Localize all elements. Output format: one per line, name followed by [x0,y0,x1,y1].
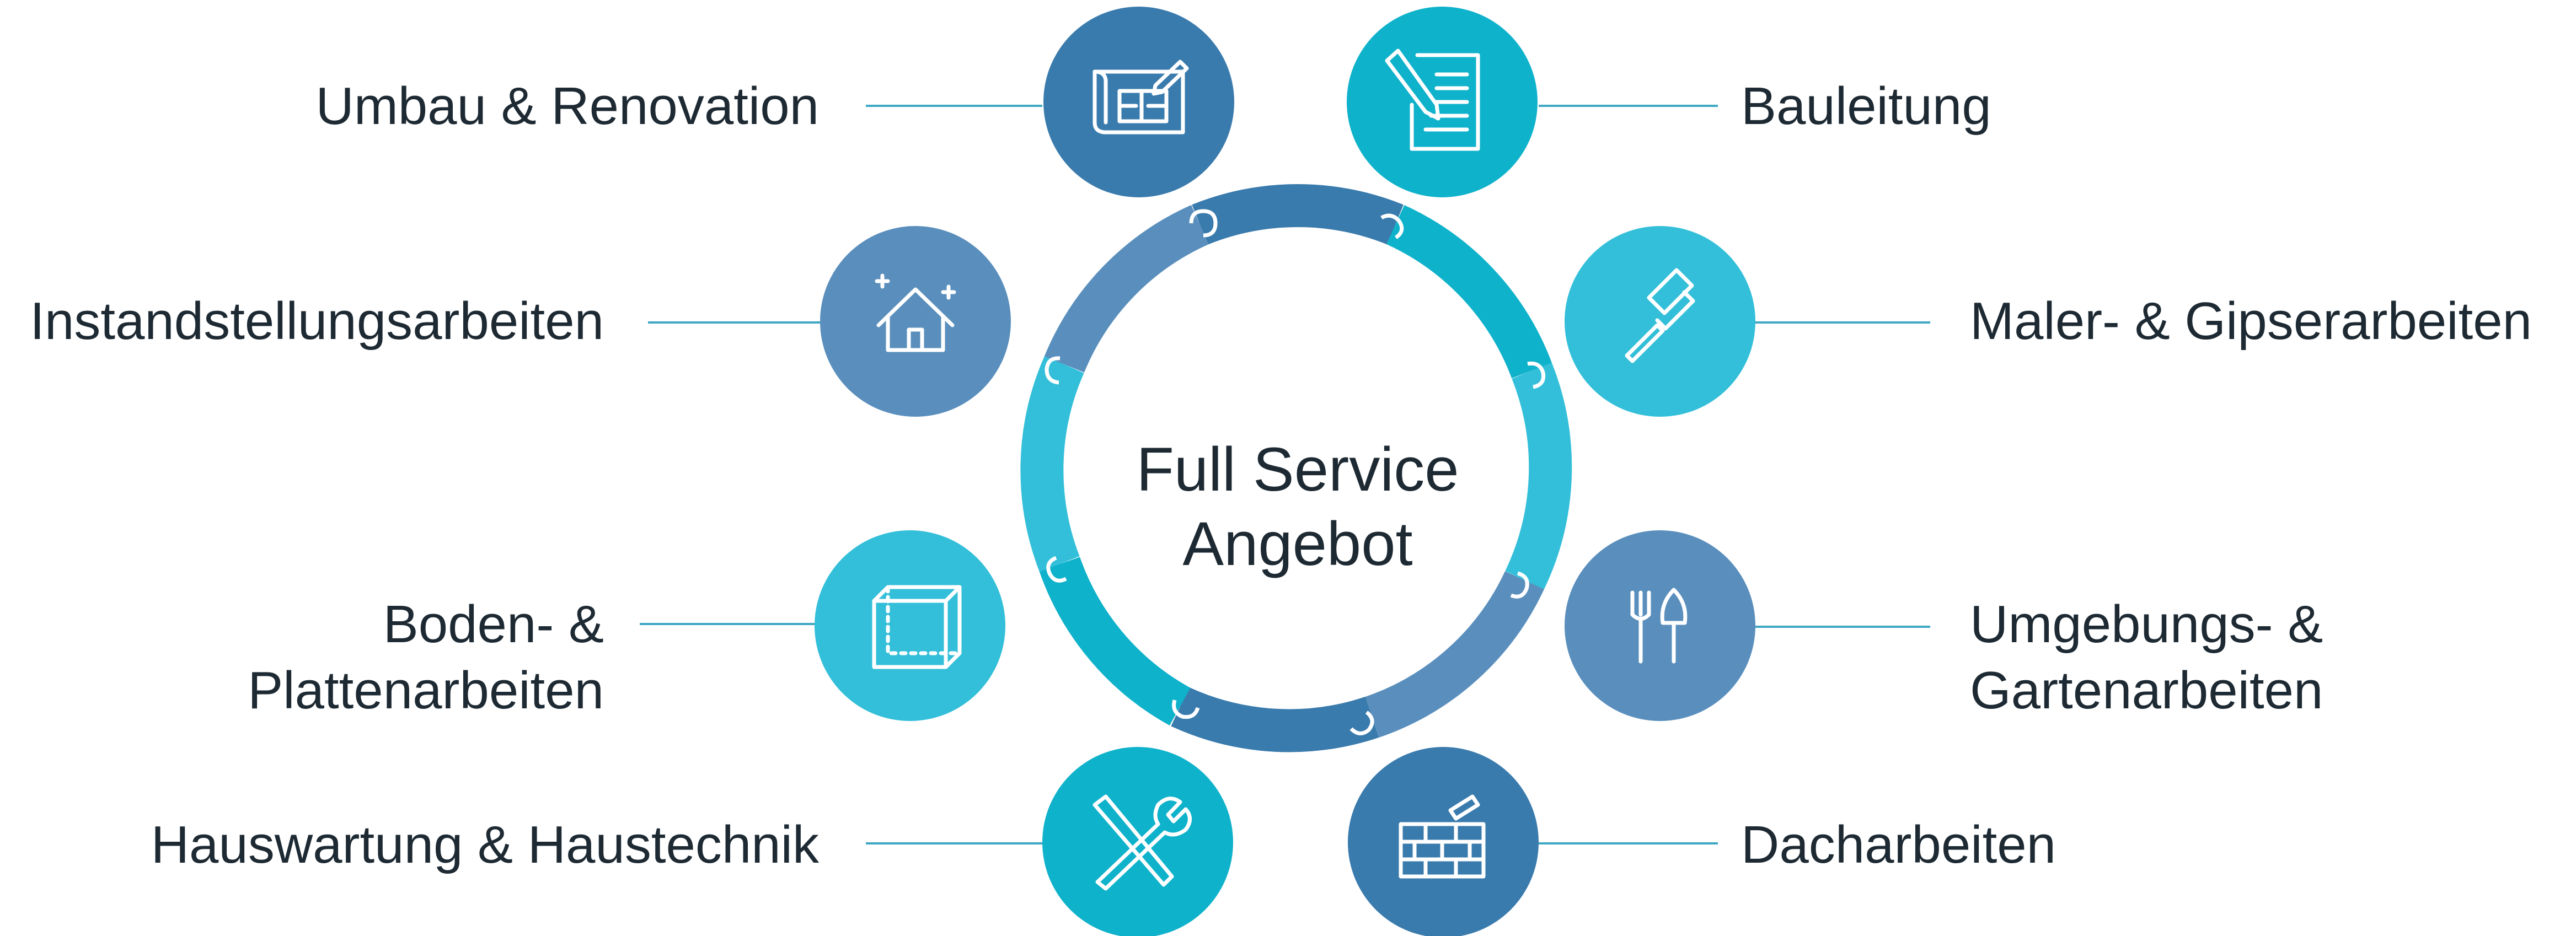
center-title-line2: Angebot [1182,509,1412,578]
label-umbau-renovation: Umbau & Renovation [315,77,819,136]
floor-tile-icon [872,585,962,669]
label-boden-line2: Plattenarbeiten [248,661,604,720]
service-circle-instandstellung [820,226,1011,417]
ring-segment-top-left [1044,205,1209,373]
blueprint-icon [1092,60,1189,135]
label-bauleitung: Bauleitung [1741,77,1991,136]
label-instandstellungsarbeiten: Instandstellungsarbeiten [30,292,604,351]
label-umgebung-line1: Umgebungs- & [1970,595,2323,654]
garden-tools-icon [1630,588,1688,664]
label-hauswartung-haustechnik: Hauswartung & Haustechnik [151,815,820,874]
service-circle-umgebung [1565,530,1755,721]
label-boden-line1: Boden- & [383,595,604,654]
ring-segment-top-right [1386,205,1552,379]
ring-segment-bottom-right [1365,571,1544,738]
center-title-line1: Full Service [1136,435,1459,504]
label-dacharbeiten: Dacharbeiten [1741,815,2056,874]
document-pencil-icon [1385,49,1480,151]
paint-roller-icon [1625,268,1695,363]
sparkling-house-icon [875,273,956,352]
brick-wall-icon [1399,794,1486,879]
service-circle-boden [815,530,1005,721]
ring-segment-bottom [1171,687,1379,752]
ring-segment-bottom-left [1039,557,1191,726]
ring-segment-left [1020,356,1084,572]
ring-segment-right [1505,362,1572,590]
ring-segment-top [1192,184,1404,245]
connector-lines [640,105,1930,844]
service-circle-umbau [1043,7,1234,197]
label-maler-gipserarbeiten: Maler- & Gipserarbeiten [1970,292,2532,351]
puzzle-ring [1020,184,1572,752]
wrench-screwdriver-icon [1092,794,1192,891]
label-umgebung-line2: Gartenarbeiten [1970,661,2323,720]
puzzle-joints [1045,209,1546,735]
